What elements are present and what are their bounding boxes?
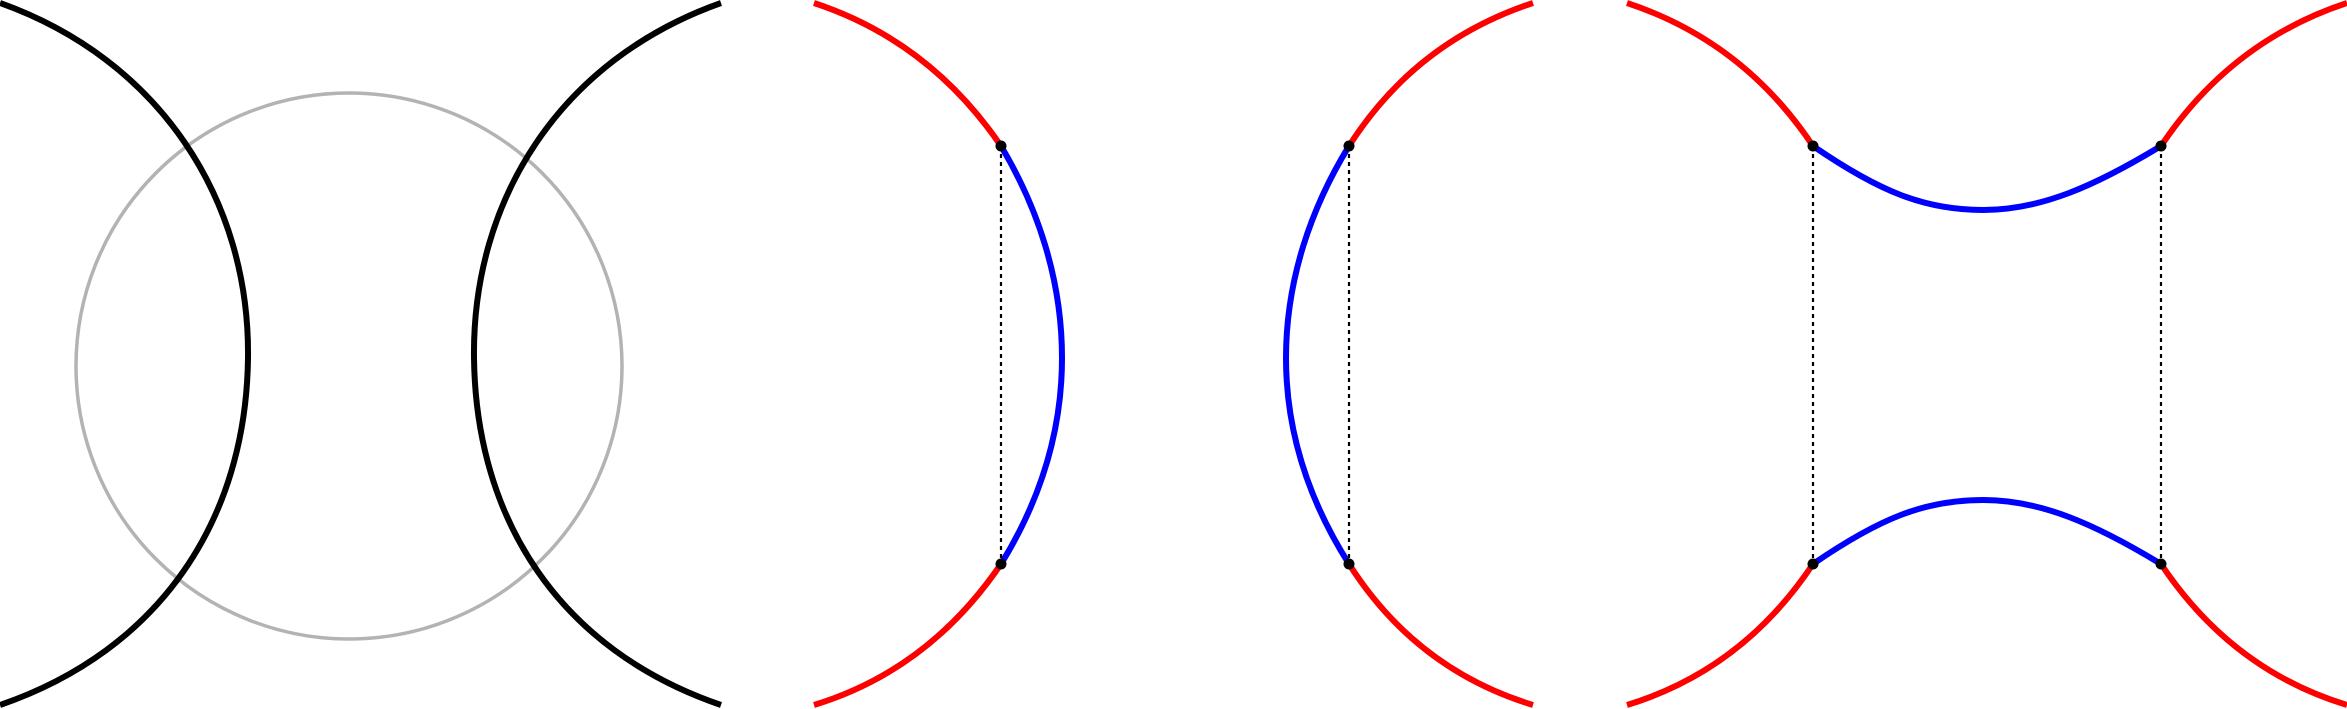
red-arc-top-right: [2158, 0, 2347, 148]
red-arc-bottom-left: [1626, 562, 1816, 708]
panel-3: [1282, 0, 1534, 708]
endpoint-dot-bottom-right: [2155, 558, 2167, 570]
panel-2: [813, 0, 1066, 708]
red-arc-top: [813, 0, 1004, 148]
red-arc-bottom: [813, 562, 1004, 708]
blue-arc-middle: [998, 144, 1066, 566]
panel-4: [1626, 0, 2347, 708]
endpoint-dot-top: [995, 140, 1007, 152]
red-arc-top-left: [1626, 0, 1816, 148]
endpoint-dot-bottom: [995, 558, 1007, 570]
panel-1: [0, 0, 723, 708]
blue-bridge-bottom: [1811, 496, 2163, 567]
endpoint-dot-top: [1343, 140, 1355, 152]
blue-arc-middle: [1282, 144, 1352, 566]
red-arc-bottom: [1346, 562, 1534, 708]
black-arc-left: [0, 0, 252, 708]
endpoint-dot-top-right: [2155, 140, 2167, 152]
black-arc-right: [470, 0, 723, 708]
red-arc-top: [1346, 0, 1534, 148]
gray-circle: [74, 91, 624, 641]
endpoint-dot-top-left: [1807, 140, 1819, 152]
endpoint-dot-bottom: [1343, 558, 1355, 570]
blue-bridge-top: [1811, 143, 2163, 214]
red-arc-bottom-right: [2158, 562, 2347, 708]
endpoint-dot-bottom-left: [1807, 558, 1819, 570]
